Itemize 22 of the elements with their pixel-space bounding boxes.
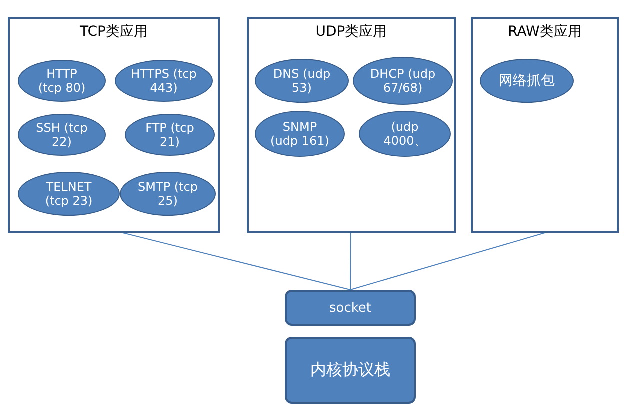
protocol-ellipse: 网络抓包 <box>480 59 574 103</box>
stack-box: 内核协议栈 <box>285 337 416 404</box>
protocol-ellipse: SMTP (tcp 25) <box>120 172 216 216</box>
group-title: TCP类应用 <box>79 23 149 41</box>
protocol-ellipse: HTTPS (tcp 443) <box>115 60 213 102</box>
connector-line <box>122 232 351 290</box>
protocol-ellipse: (udp 4000、 <box>359 111 451 157</box>
protocol-ellipse: DNS (udp 53) <box>255 59 349 103</box>
connector-line <box>350 232 352 290</box>
protocol-ellipse: HTTP (tcp 80) <box>18 60 106 102</box>
connector-line <box>350 232 546 290</box>
protocol-ellipse: TELNET (tcp 23) <box>18 172 120 216</box>
socket-box: socket <box>285 290 416 326</box>
protocol-ellipse: DHCP (udp 67/68) <box>353 57 453 105</box>
protocol-ellipse: SSH (tcp 22) <box>18 114 106 156</box>
group-title: RAW类应用 <box>507 23 583 41</box>
protocol-ellipse: FTP (tcp 21) <box>125 114 215 156</box>
group-box <box>8 17 220 233</box>
protocol-ellipse: SNMP (udp 161) <box>255 111 345 157</box>
group-title: UDP类应用 <box>314 23 388 41</box>
group-box <box>471 17 619 233</box>
group-box <box>247 17 456 233</box>
